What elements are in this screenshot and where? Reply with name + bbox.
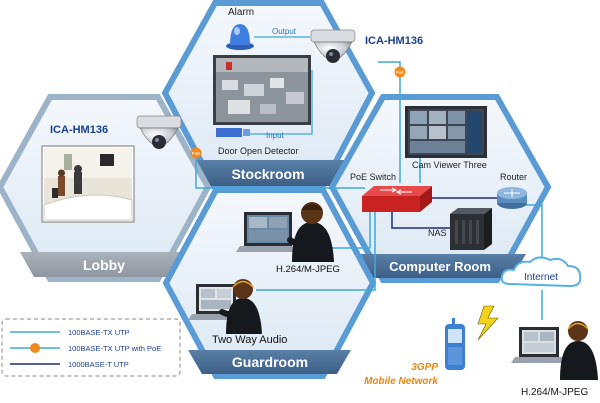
legend-label-utp: 100BASE-TX UTP: [68, 328, 130, 337]
guard-operator-1: [236, 202, 334, 262]
legend-item-utp: 100BASE-TX UTP: [10, 328, 130, 337]
cable-switch-guard-pc2: [256, 205, 376, 291]
lobby-band: [20, 252, 188, 277]
stockroom-band: [188, 160, 349, 186]
legend-label-poe: 100BASE-TX UTP with PoE: [68, 344, 161, 353]
alarm-label: Alarm: [228, 7, 254, 18]
mobile-label-line2: Mobile Network: [364, 376, 438, 387]
router-label: Router: [500, 172, 527, 182]
guard-operator-2: [188, 279, 262, 334]
poe-badge-top: PoE: [394, 66, 406, 78]
lobby-label: Lobby: [83, 257, 125, 273]
mobile-phone-icon: [445, 318, 465, 370]
legend: 100BASE-TX UTP 100BASE-TX UTP with PoE 1…: [1, 318, 181, 377]
computer-room-zone: Computer Room: [328, 94, 552, 283]
dome-camera-left-icon: [136, 115, 182, 149]
two-way-audio-label: Two Way Audio: [212, 334, 287, 346]
internet-label: Internet: [524, 272, 558, 283]
codec-guard-label: H.264/M-JPEG: [276, 264, 340, 275]
warehouse-monitor: [213, 55, 311, 125]
computer-room-hexagon: [328, 94, 552, 283]
door-detector-label: Door Open Detector: [218, 146, 299, 156]
svg-text:PoE: PoE: [396, 70, 405, 75]
remote-operator: [511, 321, 598, 380]
cable-switch-guard-pc1: [330, 205, 371, 249]
dome-camera-top-icon: [310, 29, 356, 63]
nas-label: NAS: [428, 228, 447, 238]
poe-switch-icon: [362, 186, 432, 212]
codec-remote-label: H.264/M-JPEG: [521, 387, 588, 398]
lightning-icon: [477, 305, 499, 341]
poe-switch-label: PoE Switch: [350, 172, 396, 182]
legend-item-gigabit: 1000BASE-T UTP: [10, 360, 129, 369]
nas-icon: [450, 208, 492, 250]
computer-room-band: [355, 254, 526, 278]
guardroom-label: Guardroom: [232, 354, 308, 370]
poe-badge-left: PoE: [190, 147, 202, 159]
lobby-photo: [41, 145, 135, 223]
output-label: Output: [272, 27, 297, 36]
cam-viewer-label: Cam Viewer Three: [412, 160, 487, 170]
router-icon: [497, 187, 527, 209]
legend-box: [1, 318, 181, 377]
input-label: Input: [266, 131, 285, 140]
camera-top-label: ICA-HM136: [365, 35, 423, 47]
legend-label-gigabit: 1000BASE-T UTP: [68, 360, 129, 369]
svg-text:PoE: PoE: [192, 151, 201, 156]
cable-switch-nas: [391, 210, 452, 229]
mobile-label-line1: 3GPP: [411, 362, 438, 373]
door-detector-icon: [216, 128, 250, 137]
computer-room-label: Computer Room: [389, 259, 491, 274]
cable-top-camera-poe: [378, 61, 401, 183]
internet-cloud: [500, 256, 582, 288]
legend-item-poe: 100BASE-TX UTP with PoE: [10, 343, 161, 353]
alarm-icon: [226, 24, 254, 50]
camera-left-label: ICA-HM136: [50, 124, 108, 136]
guardroom-band: [188, 350, 351, 374]
legend-poe-badge: [30, 343, 40, 353]
cable-input: [250, 70, 313, 135]
cable-lobby-camera-poe: [195, 150, 365, 189]
cam-viewer-monitor: [405, 106, 487, 158]
stockroom-label: Stockroom: [231, 166, 304, 182]
